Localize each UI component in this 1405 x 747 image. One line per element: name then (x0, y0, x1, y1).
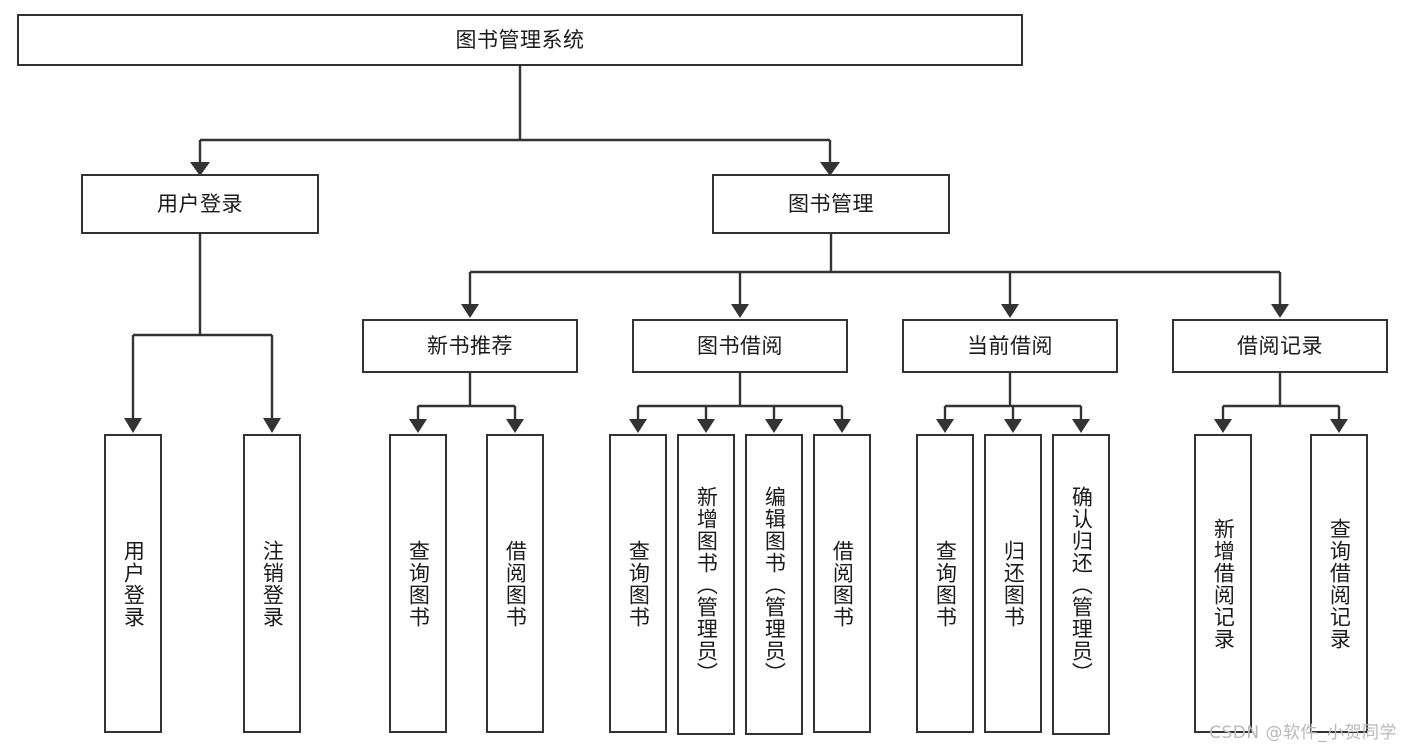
node-root-label: 图书管理系统 (455, 27, 585, 52)
leaf-query-borrow-record[interactable]: 查询借阅记录 (1310, 434, 1368, 733)
node-user-login[interactable]: 用户登录 (81, 174, 319, 234)
leaf-return-book[interactable]: 归还图书 (984, 434, 1042, 733)
leaf-query-book-borrow[interactable]: 查询图书 (609, 434, 667, 733)
leaf-confirm-return-admin-label: 确认归还（管理员） (1069, 485, 1094, 684)
node-book-borrow-label: 图书借阅 (697, 333, 783, 358)
node-current-borrow-label: 当前借阅 (967, 333, 1053, 358)
leaf-user-login-label: 用户登录 (121, 539, 146, 628)
node-new-book-recommend-label: 新书推荐 (427, 333, 513, 358)
leaf-borrow-book-label: 借阅图书 (830, 539, 855, 628)
node-borrow-record-label: 借阅记录 (1237, 333, 1323, 358)
leaf-return-book-label: 归还图书 (1001, 539, 1026, 628)
leaf-edit-book-admin[interactable]: 编辑图书（管理员） (745, 434, 803, 735)
node-book-manage[interactable]: 图书管理 (712, 174, 950, 234)
leaf-query-borrow-record-label: 查询借阅记录 (1327, 517, 1352, 650)
node-user-login-label: 用户登录 (157, 191, 243, 216)
leaf-add-book-admin[interactable]: 新增图书（管理员） (677, 434, 735, 735)
leaf-query-book-rec-label: 查询图书 (406, 539, 431, 628)
node-root[interactable]: 图书管理系统 (17, 14, 1023, 66)
node-book-borrow[interactable]: 图书借阅 (632, 319, 848, 373)
node-new-book-recommend[interactable]: 新书推荐 (362, 319, 578, 373)
leaf-logout-label: 注销登录 (260, 539, 285, 628)
leaf-borrow-book[interactable]: 借阅图书 (813, 434, 871, 733)
node-borrow-record[interactable]: 借阅记录 (1172, 319, 1388, 373)
leaf-add-book-admin-label: 新增图书（管理员） (694, 485, 719, 684)
leaf-borrow-book-rec-label: 借阅图书 (503, 539, 528, 628)
leaf-edit-book-admin-label: 编辑图书（管理员） (762, 485, 787, 684)
node-book-manage-label: 图书管理 (788, 191, 874, 216)
leaf-add-borrow-record-label: 新增借阅记录 (1211, 517, 1236, 650)
leaf-query-book-cur[interactable]: 查询图书 (916, 434, 974, 733)
node-current-borrow[interactable]: 当前借阅 (902, 319, 1118, 373)
leaf-query-book-cur-label: 查询图书 (933, 539, 958, 628)
leaf-logout[interactable]: 注销登录 (243, 434, 301, 733)
leaf-add-borrow-record[interactable]: 新增借阅记录 (1194, 434, 1252, 733)
leaf-query-book-rec[interactable]: 查询图书 (389, 434, 447, 733)
leaf-query-book-borrow-label: 查询图书 (626, 539, 651, 628)
leaf-borrow-book-rec[interactable]: 借阅图书 (486, 434, 544, 733)
leaf-confirm-return-admin[interactable]: 确认归还（管理员） (1052, 434, 1110, 735)
watermark-text: CSDN @软件_小贺同学 (1209, 723, 1397, 743)
leaf-user-login[interactable]: 用户登录 (104, 434, 162, 733)
